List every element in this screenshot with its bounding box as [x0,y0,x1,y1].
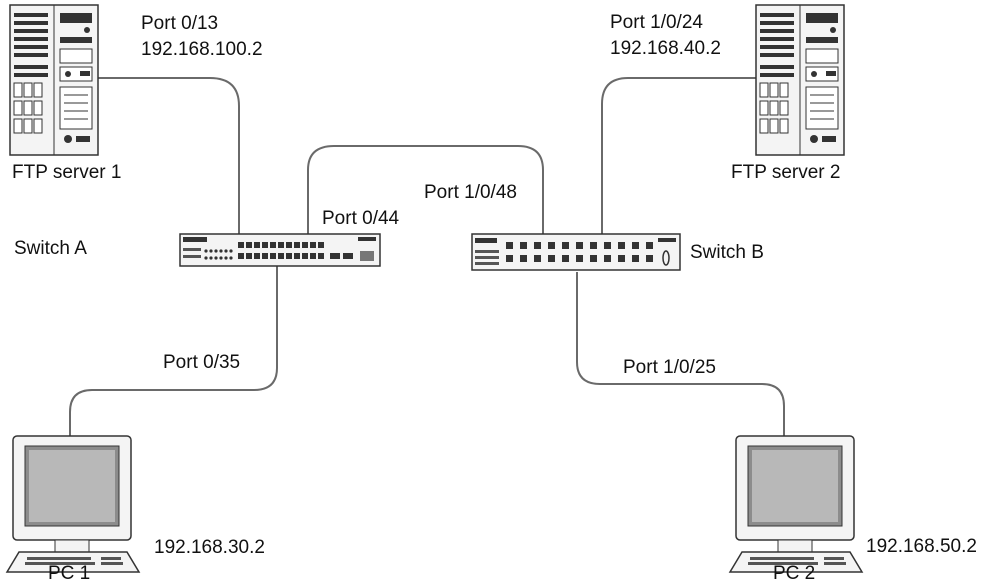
pc-1-ip-label: 192.168.30.2 [154,537,265,558]
pc-2-port-label: Port 1/0/25 [623,357,716,378]
cable-switch-a-switch-b [307,145,544,236]
cables [69,77,785,440]
switch-b-console-port [662,250,670,266]
pc-2-icon [728,435,864,573]
pc-2-name-label: PC 2 [773,563,816,584]
ftp-server-1-icon [9,4,99,156]
switch-b-name-label: Switch B [690,242,764,263]
ftp-server-1-ip-label: 192.168.100.2 [141,39,263,60]
ftp-server-2-ip-label: 192.168.40.2 [610,38,721,59]
pc-2-ip-label: 192.168.50.2 [866,536,977,557]
switch-b-uplink-port-label: Port 1/0/48 [424,182,517,203]
pc-1-name-label: PC 1 [48,563,91,584]
switch-b-icon [471,233,681,271]
ftp-server-1-name-label: FTP server 1 [12,162,122,183]
ftp-server-1-port-label: Port 0/13 [141,13,219,34]
switch-a-port-leds [204,249,233,260]
cable-switch-b-pc2 [576,272,785,440]
cable-switch-a-pc1 [69,266,278,438]
switch-a-icon [179,233,381,267]
switch-a-name-label: Switch A [14,238,87,259]
ftp-server-2-name-label: FTP server 2 [731,162,841,183]
switch-a-uplink-port-label: Port 0/44 [322,208,400,229]
pc-1-icon [5,435,141,573]
cable-ftp1-switch-a [88,77,240,236]
switch-a-ports [238,237,376,261]
cable-ftp2-switch-b [601,77,756,236]
ftp-server-2-icon [755,4,845,156]
switch-b-ports [506,238,676,262]
pc-1-port-label: Port 0/35 [163,352,241,373]
ftp-server-2-port-label: Port 1/0/24 [610,12,703,33]
